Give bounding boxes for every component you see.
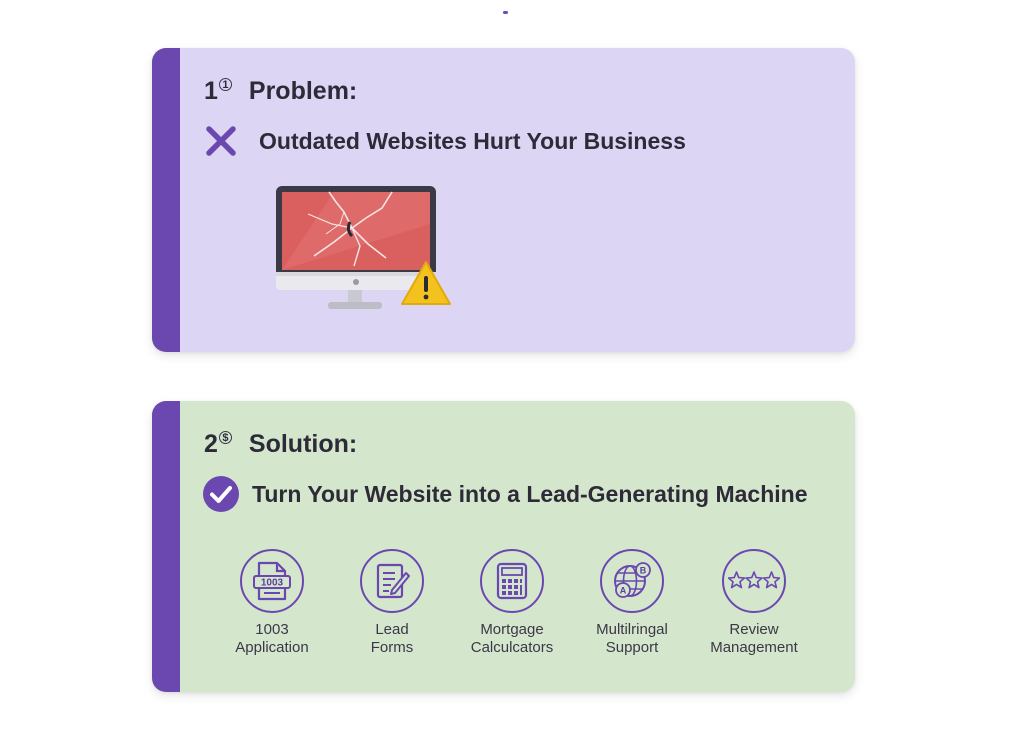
globe-language-icon: B A	[600, 549, 664, 613]
solution-title: Solution:	[248, 430, 358, 458]
solution-number-marker: $	[218, 431, 232, 444]
form-pencil-icon	[360, 549, 424, 613]
feature-label-line1: Multilringal	[596, 621, 668, 638]
language-badge-b: B	[640, 566, 647, 576]
problem-title: Problem:	[248, 77, 358, 105]
feature-label-line2: Management	[710, 639, 798, 656]
solution-number: 2	[204, 430, 218, 458]
checkmark-icon	[202, 475, 240, 513]
feature-label-line2: Forms	[370, 639, 414, 656]
card-accent-stripe	[152, 401, 180, 692]
broken-monitor-illustration	[274, 184, 454, 316]
feature-label-line1: Review	[729, 621, 779, 638]
feature-label-line2: Application	[235, 639, 309, 656]
problem-heading: 1 1 Problem:	[204, 77, 357, 105]
solution-statement: Turn Your Website into a Lead-Generating…	[252, 480, 808, 507]
solution-heading: 2 $ Solution:	[204, 430, 357, 458]
document-badge-text: 1003	[261, 578, 284, 589]
solution-card: 2 $ Solution: Turn Your Website into a L…	[152, 401, 855, 692]
feature-label-line2: Calculcators	[470, 639, 554, 656]
calculator-icon	[480, 549, 544, 613]
solution-statement-row: Turn Your Website into a Lead-Generating…	[202, 475, 807, 513]
feature-label-line1: Lead	[375, 621, 409, 638]
problem-card: 1 1 Problem: Outdated Websites Hurt Your…	[152, 48, 855, 352]
problem-number: 1	[204, 77, 218, 105]
problem-statement: Outdated Websites Hurt Your Business	[259, 127, 686, 154]
problem-statement-row: Outdated Websites Hurt Your Business	[204, 124, 686, 158]
decorative-dot	[503, 11, 508, 14]
feature-label-line1: Mortgage	[480, 621, 544, 638]
card-accent-stripe	[152, 48, 180, 352]
stars-icon	[722, 549, 786, 613]
feature-label-line1: 1003	[255, 621, 289, 638]
problem-number-marker: 1	[218, 78, 232, 91]
x-icon	[204, 124, 238, 158]
language-badge-a: A	[620, 586, 627, 596]
feature-label-line2: Support	[605, 639, 659, 656]
document-1003-icon: 1003	[240, 549, 304, 613]
